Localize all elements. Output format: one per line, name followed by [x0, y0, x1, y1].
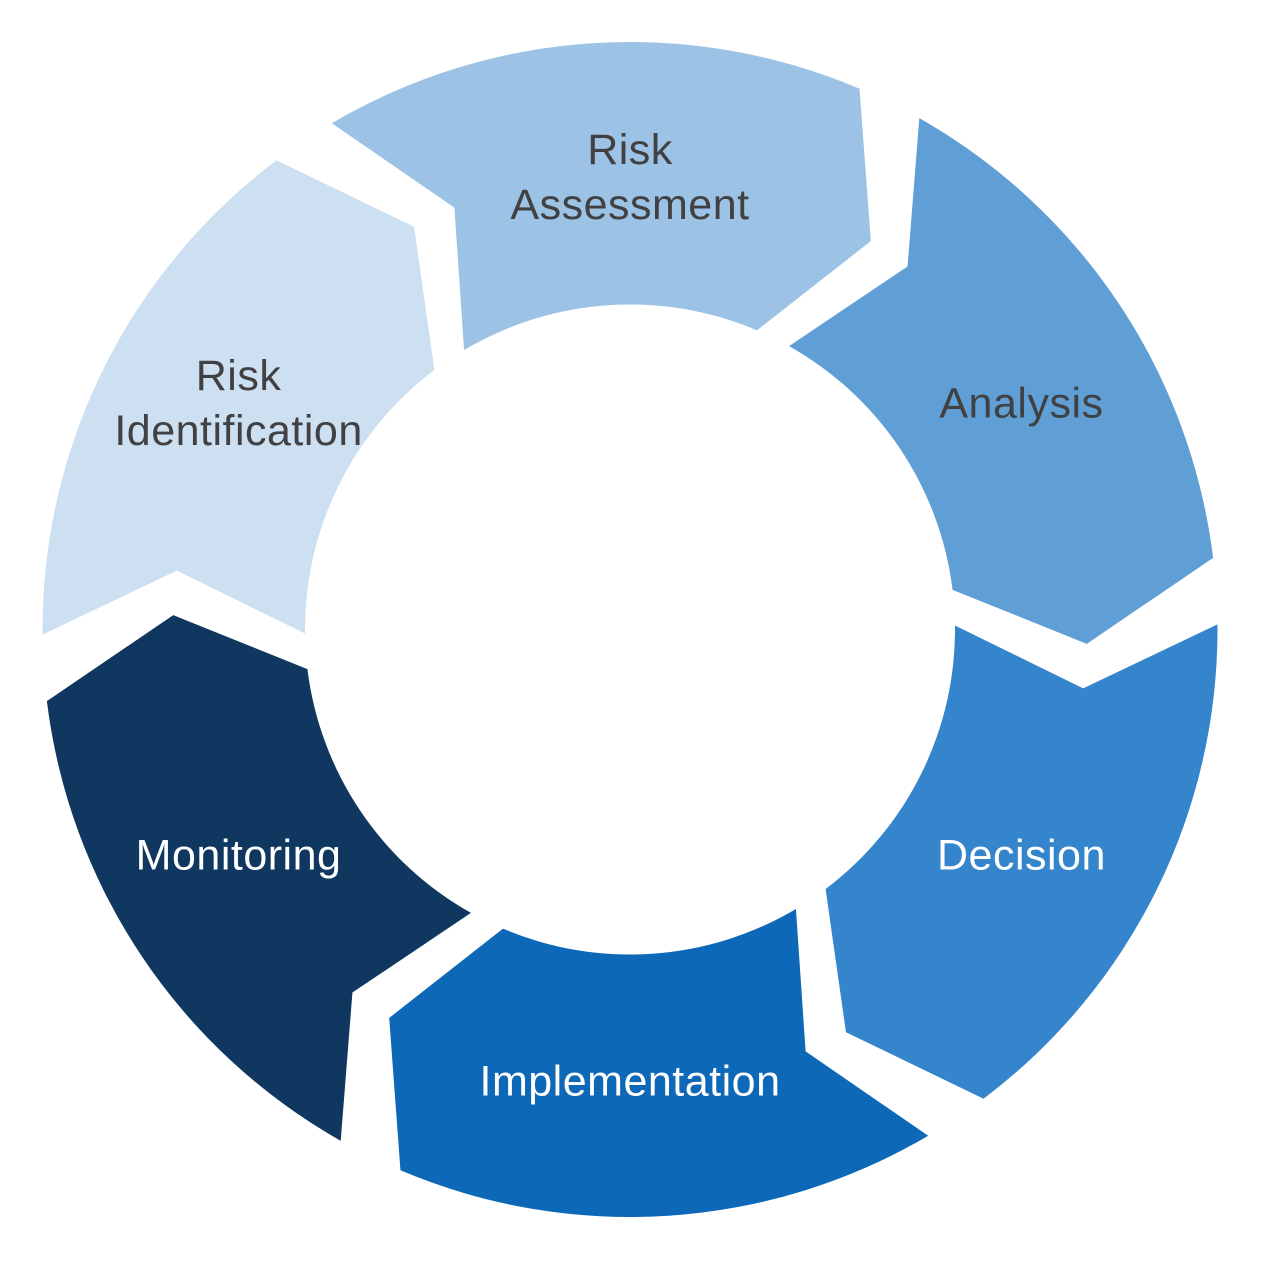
segment-implementation — [389, 908, 929, 1218]
segment-label-implementation: Implementation — [480, 1058, 781, 1106]
segment-label-analysis: Analysis — [939, 380, 1103, 428]
segment-label-decision: Decision — [937, 832, 1106, 880]
segment-decision — [825, 624, 1218, 1099]
segment-label-monitoring: Monitoring — [136, 832, 342, 880]
segment-risk-identification — [42, 160, 435, 635]
segment-monitoring — [46, 615, 471, 1141]
segment-analysis — [789, 118, 1214, 644]
segment-risk-assessment — [331, 41, 871, 351]
